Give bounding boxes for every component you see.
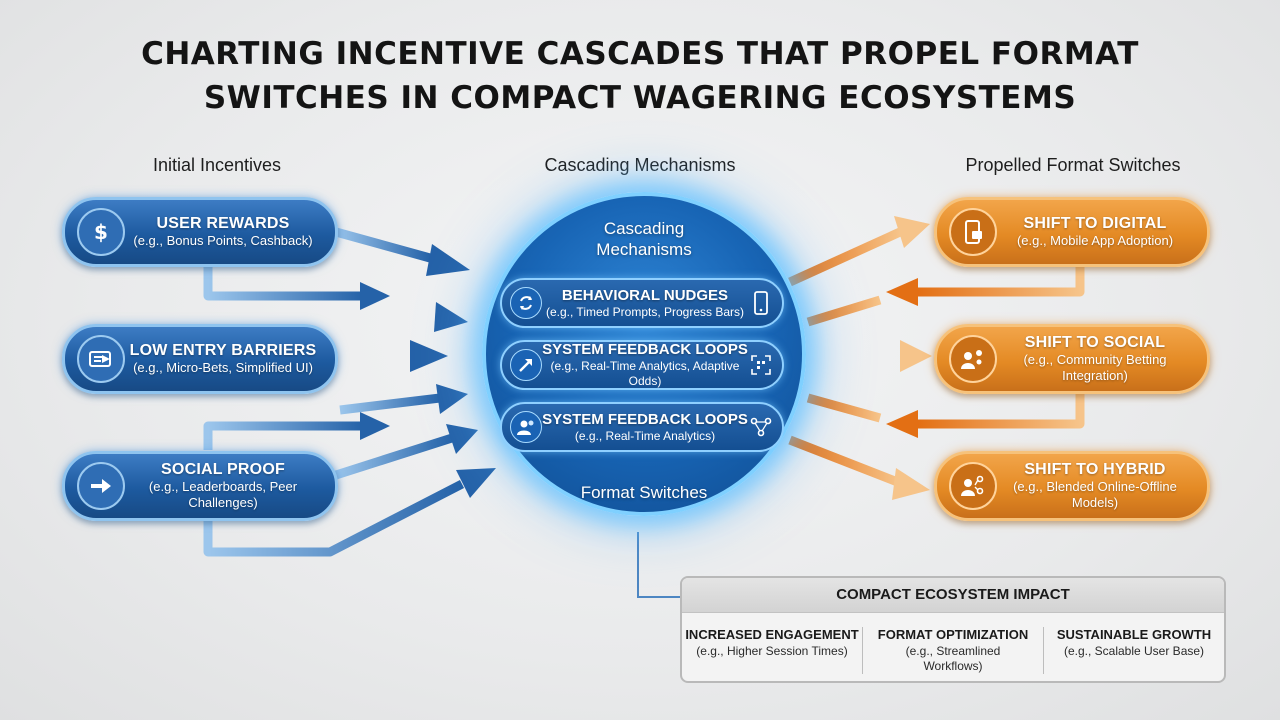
incentive-low-entry-barriers[interactable]: LOW ENTRY BARRIERS (e.g., Micro-Bets, Si… xyxy=(62,324,338,394)
diagram-title: CHARTING INCENTIVE CASCADES THAT PROPEL … xyxy=(141,36,1139,116)
qr-scan-icon xyxy=(748,354,774,376)
mechanism-title: SYSTEM FEEDBACK LOOPS xyxy=(542,341,748,358)
incentive-subtitle: (e.g., Micro-Bets, Simplified UI) xyxy=(133,360,313,375)
arrowhead-barriers-diag xyxy=(436,384,468,414)
switch-subtitle: (e.g., Blended Online-Offline Models) xyxy=(1013,479,1177,510)
arrow-loop-mid xyxy=(203,421,362,450)
arrow-digital-return xyxy=(918,264,1085,297)
dollar-icon: $ xyxy=(77,208,125,256)
incentive-user-rewards[interactable]: $ USER REWARDS (e.g., Bonus Points, Cash… xyxy=(62,197,338,267)
arrow-rewards-to-hub xyxy=(334,227,432,263)
community-icon xyxy=(949,335,997,383)
arrowhead-hub-top-left xyxy=(434,302,468,332)
switch-title: SHIFT TO DIGITAL xyxy=(1023,215,1167,232)
impact-item-subtitle: (e.g., Streamlined Workflows) xyxy=(905,644,1001,673)
arrow-hub-lower2 xyxy=(806,393,882,423)
arrow-social-return xyxy=(918,392,1085,429)
mechanism-title: BEHAVIORAL NUDGES xyxy=(561,286,729,304)
incentive-title: USER REWARDS xyxy=(156,215,290,232)
arrow-hub-to-hybrid xyxy=(788,435,902,488)
arrowhead-hub-to-hybrid xyxy=(892,468,930,500)
incentive-title: SOCIAL PROOF xyxy=(161,461,285,478)
phone-icon xyxy=(748,291,774,315)
mechanism-system-feedback-loops-adaptive[interactable]: SYSTEM FEEDBACK LOOPS (e.g., Real-Time A… xyxy=(500,340,784,390)
impact-item-sustainable-growth: SUSTAINABLE GROWTH (e.g., Scalable User … xyxy=(1043,627,1224,674)
arrow-proof-loop xyxy=(203,479,465,557)
switch-subtitle: (e.g., Mobile App Adoption) xyxy=(1016,233,1174,248)
hybrid-icon xyxy=(949,462,997,510)
mechanism-subtitle: (e.g., Real-Time Analytics, Adaptive Odd… xyxy=(550,359,740,388)
arrow-hub-to-digital xyxy=(788,227,902,287)
arrow-barriers-diag xyxy=(339,393,441,415)
switch-subtitle: (e.g., Community Betting Integration) xyxy=(1023,352,1167,383)
impact-item-subtitle: (e.g., Higher Session Times) xyxy=(696,644,848,658)
impact-item-title: SUSTAINABLE GROWTH xyxy=(1056,627,1212,642)
column-header-cascading-mechanisms: Cascading Mechanisms xyxy=(544,155,736,175)
impact-item-title: INCREASED ENGAGEMENT xyxy=(685,627,859,642)
impact-item-title: FORMAT OPTIMIZATION xyxy=(877,627,1029,642)
arrowhead-barriers xyxy=(410,340,448,372)
arrowhead-hub-to-digital xyxy=(894,216,930,248)
impact-item-increased-engagement: INCREASED ENGAGEMENT (e.g., Higher Sessi… xyxy=(682,627,862,674)
switch-shift-to-digital[interactable]: SHIFT TO DIGITAL (e.g., Mobile App Adopt… xyxy=(934,197,1210,267)
incentive-subtitle: (e.g., Leaderboards, Peer Challenges) xyxy=(148,479,298,510)
compact-ecosystem-impact-panel: COMPACT ECOSYSTEM IMPACT INCREASED ENGAG… xyxy=(680,576,1226,683)
arrow-hub-lower xyxy=(806,295,882,327)
arrowhead-rewards-to-hub xyxy=(426,244,470,276)
svg-text:$: $ xyxy=(94,220,108,244)
impact-item-subtitle: (e.g., Scalable User Base) xyxy=(1063,644,1205,658)
mechanism-behavioral-nudges[interactable]: BEHAVIORAL NUDGES (e.g., Timed Prompts, … xyxy=(500,278,784,328)
arrowhead-hub-to-social xyxy=(900,340,932,372)
incentive-social-proof[interactable]: SOCIAL PROOF (e.g., Leaderboards, Peer C… xyxy=(62,451,338,521)
column-header-propelled-format-switches: Propelled Format Switches xyxy=(965,155,1181,175)
incentive-title: LOW ENTRY BARRIERS xyxy=(129,342,317,359)
hub-title: Cascading Mechanisms xyxy=(596,219,692,259)
arrowhead-proof-loop xyxy=(456,468,496,498)
impact-item-format-optimization: FORMAT OPTIMIZATION (e.g., Streamlined W… xyxy=(862,627,1043,674)
arrowhead-rewards-loop xyxy=(360,282,390,310)
column-header-initial-incentives: Initial Incentives xyxy=(152,155,282,175)
mechanism-subtitle: (e.g., Real-Time Analytics) xyxy=(574,428,716,443)
switch-shift-to-hybrid[interactable]: SHIFT TO HYBRID (e.g., Blended Online-Of… xyxy=(934,451,1210,521)
switch-title: SHIFT TO HYBRID xyxy=(1024,461,1166,478)
mechanism-subtitle: (e.g., Timed Prompts, Progress Bars) xyxy=(545,304,745,319)
users-icon xyxy=(510,411,542,443)
impact-connector-line xyxy=(637,532,682,598)
switch-shift-to-social[interactable]: SHIFT TO SOCIAL (e.g., Community Betting… xyxy=(934,324,1210,394)
refresh-icon xyxy=(510,287,542,319)
mobile-icon xyxy=(949,208,997,256)
arrowhead-social-return xyxy=(886,410,918,438)
arrow-rewards-loop xyxy=(203,265,362,301)
arrow-right-icon xyxy=(77,462,125,510)
cascading-mechanisms-hub: Cascading Mechanisms BEHAVIORAL NUDGES (… xyxy=(482,192,806,516)
hub-footer: Format Switches xyxy=(580,483,708,502)
trend-arrow-icon xyxy=(510,349,542,381)
arrow-proof-to-hub xyxy=(334,433,454,480)
arrowhead-loop-mid xyxy=(360,412,390,440)
arrowhead-proof xyxy=(446,424,478,454)
switch-title: SHIFT TO SOCIAL xyxy=(1024,334,1166,351)
mechanism-title: SYSTEM FEEDBACK LOOPS xyxy=(542,410,748,428)
mechanism-system-feedback-loops[interactable]: SYSTEM FEEDBACK LOOPS (e.g., Real-Time A… xyxy=(500,402,784,452)
arrowhead-digital-return xyxy=(886,278,918,306)
impact-title: COMPACT ECOSYSTEM IMPACT xyxy=(682,578,1224,613)
network-icon xyxy=(748,417,774,437)
ticket-icon xyxy=(77,335,125,383)
incentive-subtitle: (e.g., Bonus Points, Cashback) xyxy=(133,233,313,248)
